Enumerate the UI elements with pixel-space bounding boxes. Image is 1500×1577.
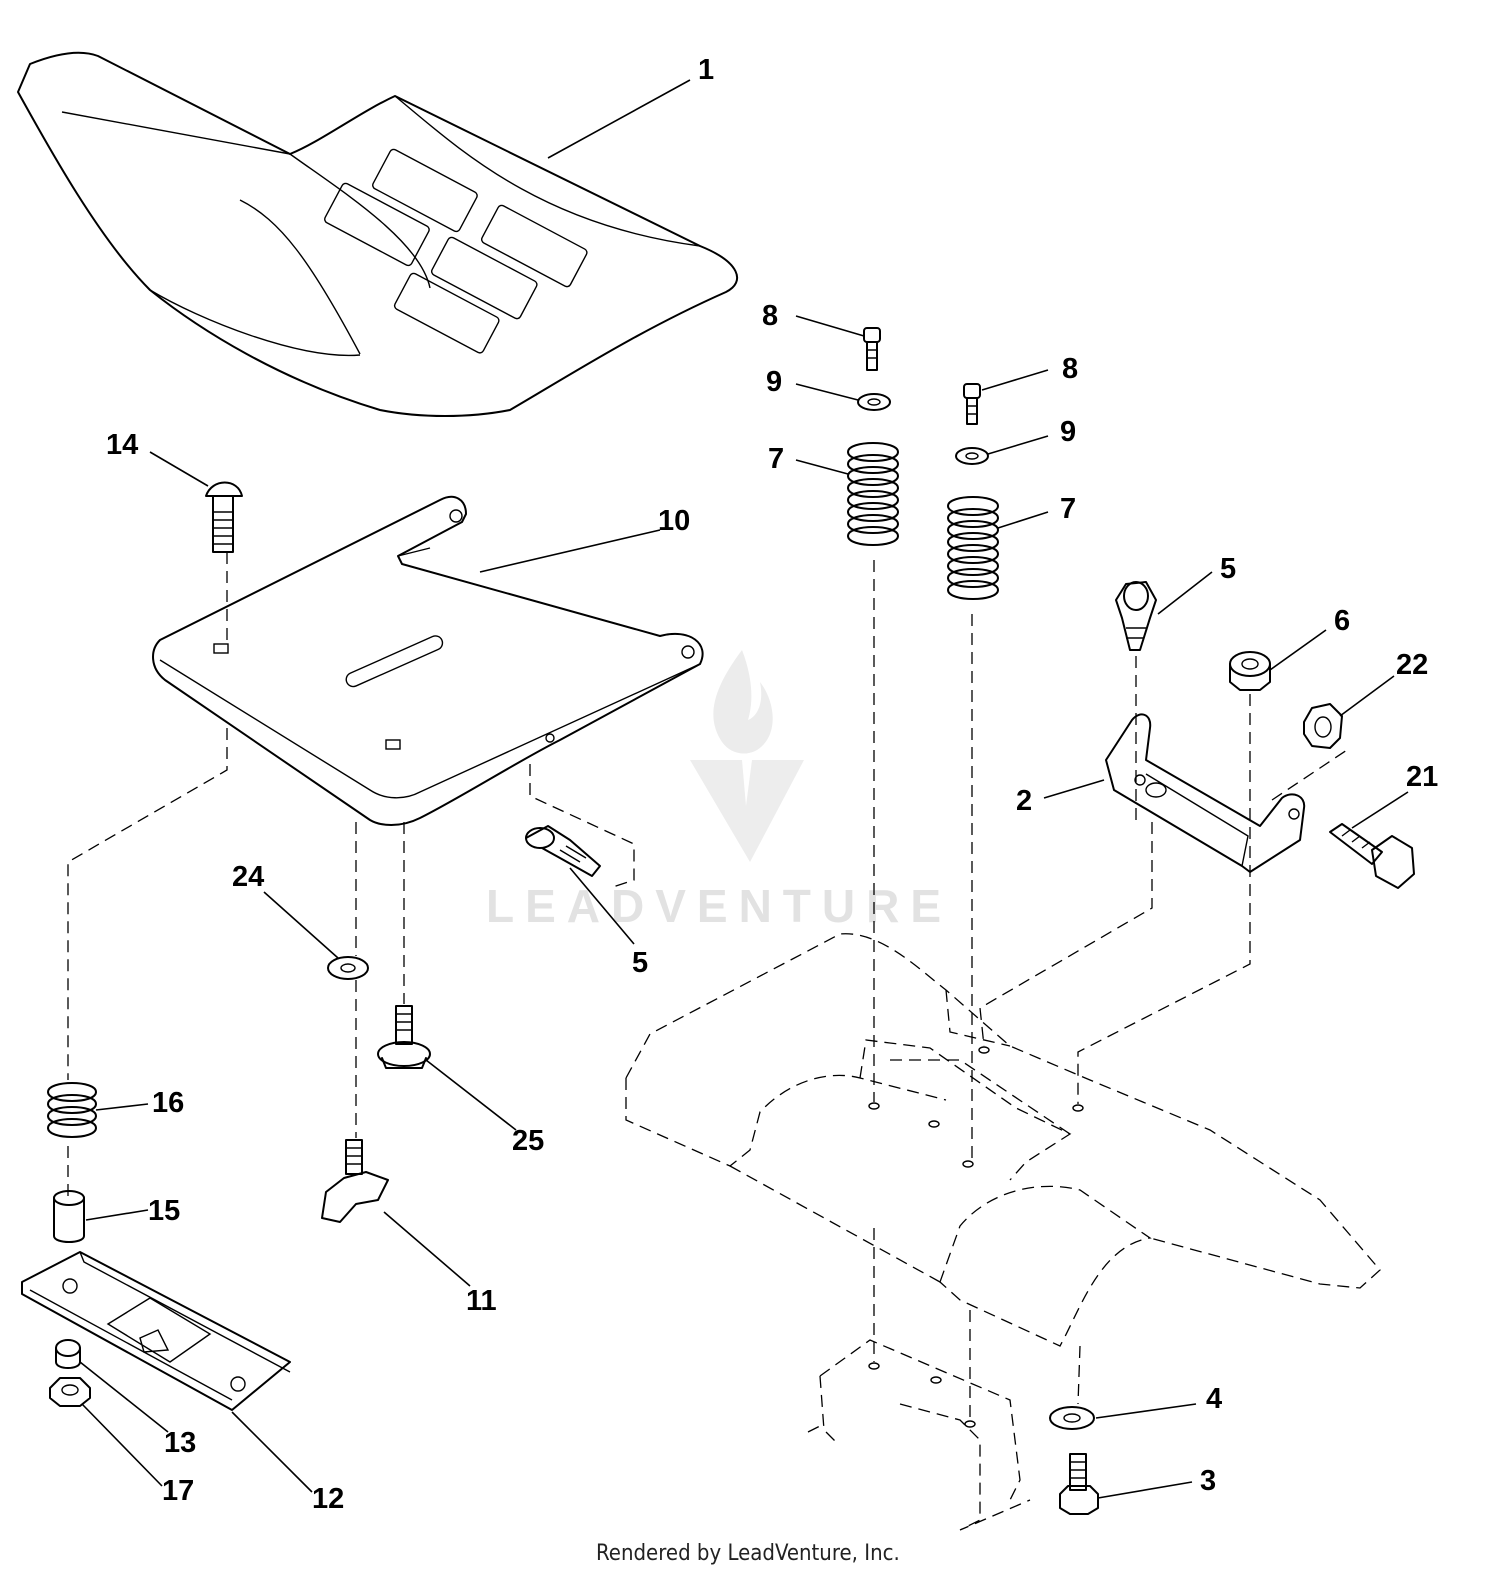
spring-16-part [47,1082,97,1138]
callout-bolt-8-right: 8 [1062,353,1078,385]
callout-nut-22: 22 [1396,649,1428,681]
washer-4-part [1049,1406,1095,1430]
callout-seat-pan: 10 [658,505,690,537]
callout-clip-5-right: 5 [1220,553,1236,585]
seat-pan-part [152,495,704,826]
callout-bolt-21: 21 [1406,761,1438,793]
seat-part [17,51,739,417]
callout-spring-7-right: 7 [1060,493,1076,525]
callout-spring-16: 16 [152,1087,184,1119]
spring-7-left-part [847,442,899,546]
callout-washer-4: 4 [1206,1383,1222,1415]
callout-knob-11: 11 [466,1285,497,1317]
callout-washer-24: 24 [232,861,264,893]
nut-13-part [55,1339,81,1369]
watermark-text: LEADVENTURE [486,880,952,932]
callout-washer-9-right: 9 [1060,416,1076,448]
knob-11-part [321,1139,389,1223]
leader-lines [79,79,1409,1499]
nut-17-part [49,1377,91,1407]
callout-labels: 1 2 3 4 5 5 6 7 7 8 8 9 9 10 11 12 13 14… [106,54,1438,1515]
bolt-3-part [1059,1453,1099,1515]
callout-slide-12: 12 [312,1483,344,1515]
tractor-frame-phantom [625,933,1381,1531]
bolt-14-part [205,481,243,553]
callout-nut-13: 13 [164,1427,196,1459]
watermark-flame-icon [713,650,773,754]
callout-screw-25: 25 [512,1125,544,1157]
callout-bolt-8-left: 8 [762,300,778,332]
clip-5-right-part [1115,581,1157,651]
bracket-part [1105,713,1306,873]
clip-5-left-part [525,825,601,877]
callout-spacer-15: 15 [148,1195,180,1227]
slide-12-part [21,1251,291,1411]
callout-bolt-14: 14 [106,429,138,461]
callout-nut-6: 6 [1334,605,1350,637]
callout-nut-17: 17 [162,1475,194,1507]
washer-9-left-part [857,393,891,411]
washer-9-right-part [955,447,989,465]
alignment-lines [67,552,1351,1420]
washer-24-part [327,956,369,980]
nut-22-part [1303,703,1343,749]
callout-washer-9-left: 9 [766,366,782,398]
screw-25-part [377,1005,431,1069]
callout-bolt-3: 3 [1200,1465,1216,1497]
spring-7-right-part [947,496,999,600]
callout-bracket: 2 [1016,785,1032,817]
spacer-15-part [53,1190,85,1243]
watermark-v-icon [690,760,804,862]
nut-6-part [1229,651,1271,691]
watermark: LEADVENTURE [486,650,952,932]
footer-credit: Rendered by LeadVenture, Inc. [596,1541,900,1566]
callout-seat: 1 [698,54,714,86]
bolt-8-right-part [963,383,981,425]
callout-clip-5-left: 5 [632,947,648,979]
bolt-21-part [1329,823,1415,889]
bolt-8-left-part [863,327,881,371]
callout-spring-7-left: 7 [768,443,784,475]
